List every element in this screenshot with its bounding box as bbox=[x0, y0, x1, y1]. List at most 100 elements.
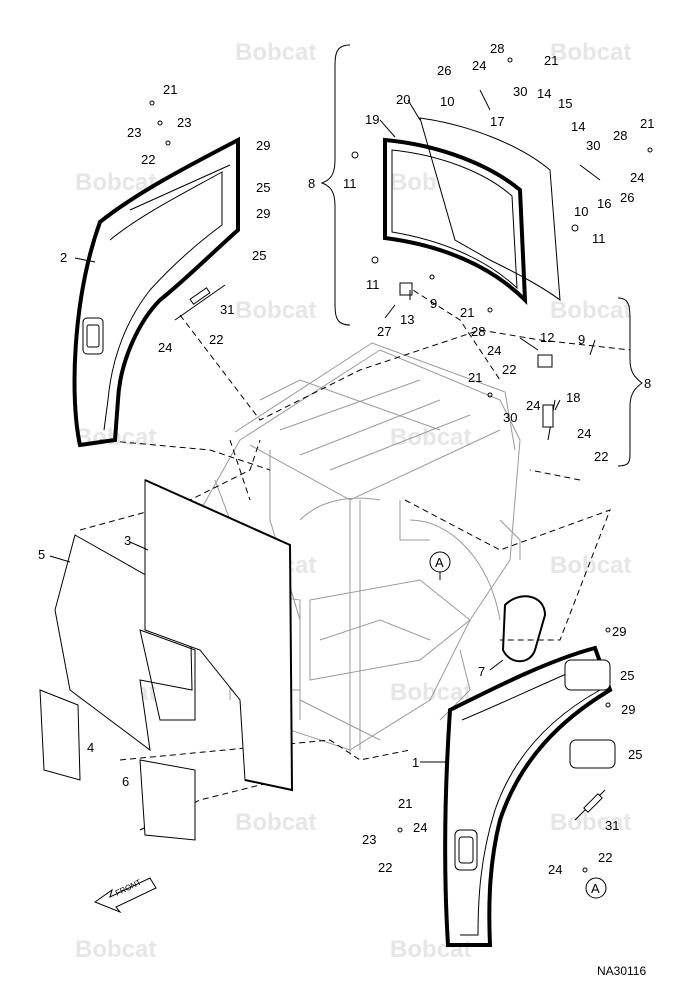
callout-30: 30 bbox=[513, 84, 527, 99]
watermark: Bobcat bbox=[235, 297, 316, 324]
callout-3: 3 bbox=[124, 533, 131, 548]
callout-22: 22 bbox=[378, 860, 392, 875]
callout-10: 10 bbox=[440, 94, 454, 109]
leader-lines bbox=[79, 284, 631, 831]
callout-23: 23 bbox=[362, 832, 376, 847]
callout-12: 12 bbox=[540, 330, 554, 345]
part-4-glass bbox=[39, 689, 81, 781]
callout-24: 24 bbox=[413, 820, 427, 835]
callout-29: 29 bbox=[621, 702, 635, 717]
watermark: Bobcat bbox=[390, 424, 471, 451]
callout-21: 21 bbox=[460, 305, 474, 320]
callout-22: 22 bbox=[598, 850, 612, 865]
watermark: Bobcat bbox=[75, 936, 156, 963]
group-brackets: 8 8 bbox=[308, 44, 651, 467]
callout-22: 22 bbox=[502, 362, 516, 377]
callout-11: 11 bbox=[343, 176, 357, 191]
callout-21: 21 bbox=[640, 116, 654, 131]
callout-6: 6 bbox=[122, 774, 129, 789]
watermark: Bobcat bbox=[235, 39, 316, 66]
watermark: Bobcat bbox=[550, 297, 631, 324]
callout-25: 25 bbox=[620, 668, 634, 683]
callout-29: 29 bbox=[256, 206, 270, 221]
callout-9: 9 bbox=[430, 296, 437, 311]
callout-15: 15 bbox=[558, 96, 572, 111]
callout-28: 28 bbox=[490, 41, 504, 56]
callout-23: 23 bbox=[177, 115, 191, 130]
callout-16: 16 bbox=[597, 196, 611, 211]
part-2-left-door-glass bbox=[72, 136, 240, 448]
callout-9: 9 bbox=[578, 332, 585, 347]
callout-1: 1 bbox=[412, 755, 419, 770]
callout-7: 7 bbox=[478, 664, 485, 679]
callout-26: 26 bbox=[620, 190, 634, 205]
callout-24: 24 bbox=[577, 426, 591, 441]
callout-22: 22 bbox=[209, 332, 223, 347]
watermark: Bobcat bbox=[550, 39, 631, 66]
part-6-glass bbox=[139, 759, 196, 841]
callout-21: 21 bbox=[398, 796, 412, 811]
callout-14: 14 bbox=[537, 86, 551, 101]
rear-window-assembly bbox=[383, 117, 561, 306]
front-arrow: FRONT bbox=[93, 877, 157, 914]
callout-31: 31 bbox=[220, 302, 234, 317]
callout-22: 22 bbox=[594, 449, 608, 464]
callout-24: 24 bbox=[472, 58, 486, 73]
part-7-side-window bbox=[501, 595, 547, 663]
callout-30: 30 bbox=[503, 410, 517, 425]
watermark: Bobcat bbox=[390, 679, 471, 706]
detail-a-marker: A bbox=[591, 881, 600, 896]
callout-22: 22 bbox=[141, 152, 155, 167]
callout-5: 5 bbox=[38, 547, 45, 562]
callout-20: 20 bbox=[396, 92, 410, 107]
callout-24: 24 bbox=[526, 398, 540, 413]
callout-28: 28 bbox=[471, 324, 485, 339]
watermark: Bobcat bbox=[235, 809, 316, 836]
callout-10: 10 bbox=[574, 204, 588, 219]
callout-27: 27 bbox=[377, 324, 391, 339]
callout-28: 28 bbox=[613, 128, 627, 143]
callout-2: 2 bbox=[60, 250, 67, 265]
callout-11: 11 bbox=[592, 231, 606, 246]
callout-31: 31 bbox=[605, 818, 619, 833]
callout-24: 24 bbox=[630, 170, 644, 185]
detail-a-marker: A bbox=[435, 555, 444, 570]
callout-11: 11 bbox=[366, 277, 380, 292]
callout-29: 29 bbox=[612, 624, 626, 639]
part-20-glass bbox=[419, 117, 561, 302]
callout-25: 25 bbox=[252, 248, 266, 263]
figure-code: NA30116 bbox=[597, 964, 646, 978]
callout-14: 14 bbox=[571, 119, 585, 134]
watermark: Bobcat bbox=[550, 552, 631, 579]
door-handle-icon bbox=[82, 317, 104, 355]
callout-26: 26 bbox=[437, 63, 451, 78]
callout-8: 8 bbox=[308, 176, 315, 191]
callout-25: 25 bbox=[256, 180, 270, 195]
callout-leaders bbox=[49, 99, 596, 763]
callout-18: 18 bbox=[566, 390, 580, 405]
part-1-right-door-glass bbox=[443, 645, 616, 947]
callout-19: 19 bbox=[365, 112, 379, 127]
callout-13: 13 bbox=[400, 312, 414, 327]
callout-24: 24 bbox=[158, 340, 172, 355]
watermark: Bobcat bbox=[390, 936, 471, 963]
callout-21: 21 bbox=[468, 370, 482, 385]
hardware bbox=[149, 57, 653, 873]
part-3-glass bbox=[144, 479, 293, 791]
callout-21: 21 bbox=[544, 53, 558, 68]
callouts: 21 23 23 22 29 25 29 25 2 31 24 22 28 21… bbox=[38, 41, 654, 877]
watermark: Bobcat bbox=[550, 809, 631, 836]
callout-17: 17 bbox=[490, 114, 504, 129]
callout-29: 29 bbox=[256, 138, 270, 153]
detail-markers: A A bbox=[429, 551, 607, 899]
callout-24: 24 bbox=[487, 343, 501, 358]
callout-4: 4 bbox=[87, 740, 94, 755]
callout-21: 21 bbox=[163, 82, 177, 97]
callout-24: 24 bbox=[548, 862, 562, 877]
callout-25: 25 bbox=[628, 747, 642, 762]
callout-30: 30 bbox=[586, 138, 600, 153]
front-window-panels bbox=[39, 479, 294, 841]
door-handle-icon bbox=[454, 829, 478, 871]
callout-8: 8 bbox=[644, 376, 651, 391]
